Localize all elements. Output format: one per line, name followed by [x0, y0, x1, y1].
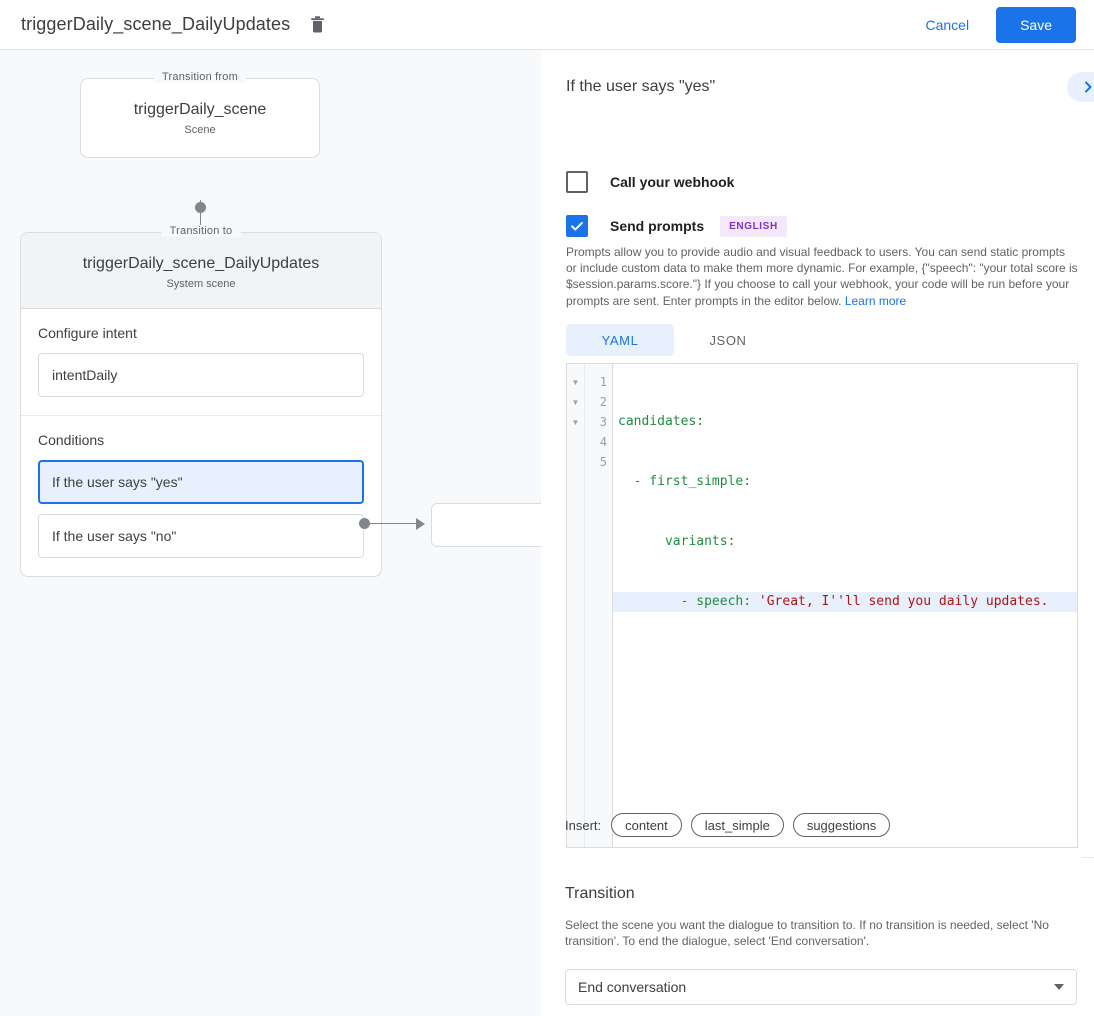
- send-prompts-checkbox[interactable]: [566, 215, 588, 237]
- insert-chips-row: Insert: content last_simple suggestions: [565, 813, 899, 837]
- code-token-key: candidates:: [618, 414, 705, 429]
- send-prompts-row[interactable]: Send prompts ENGLISH: [566, 215, 787, 237]
- language-badge: ENGLISH: [720, 215, 787, 237]
- insert-chip-last-simple[interactable]: last_simple: [690, 813, 784, 837]
- insert-label: Insert:: [565, 817, 602, 833]
- transition-from-legend: Transition from: [154, 71, 246, 83]
- code-token-speech-key: - speech:: [618, 594, 759, 609]
- format-tabs: YAML JSON: [566, 324, 782, 356]
- tab-json[interactable]: JSON: [709, 332, 747, 348]
- line-number: 4: [599, 435, 607, 449]
- save-button[interactable]: Save: [996, 6, 1076, 43]
- transition-to-header: triggerDaily_scene_DailyUpdates System s…: [21, 233, 381, 309]
- code-line: - first_simple:: [613, 472, 1077, 492]
- page-title: triggerDaily_scene_DailyUpdates: [21, 14, 291, 34]
- code-token-string: 'Great, I''ll send you daily updates.: [758, 594, 1049, 609]
- condition-edge-arrow-icon: [416, 518, 425, 530]
- line-number: 2: [599, 395, 607, 409]
- transition-section-title: Transition: [565, 885, 635, 902]
- code-line: variants:: [613, 532, 1077, 552]
- condition-item-yes[interactable]: If the user says "yes": [38, 460, 364, 504]
- chevron-right-icon[interactable]: [1067, 72, 1094, 102]
- intent-value-box[interactable]: intentDaily: [38, 353, 364, 397]
- condition-item-no[interactable]: If the user says "no": [38, 514, 364, 558]
- insert-chip-suggestions[interactable]: suggestions: [792, 813, 891, 837]
- transition-selected-value: End conversation: [578, 979, 687, 995]
- transition-from-subtitle: Scene: [184, 123, 216, 136]
- conditions-section: Conditions If the user says "yes" If the…: [21, 415, 381, 576]
- call-webhook-row[interactable]: Call your webhook: [566, 171, 734, 193]
- prompts-description: Prompts allow you to provide audio and v…: [566, 244, 1078, 309]
- transition-to-node[interactable]: Transition to triggerDaily_scene_DailyUp…: [20, 225, 382, 577]
- fold-placeholder: [567, 452, 584, 472]
- prompt-code-editor[interactable]: ▼ ▼ ▼ 1 2 3 4 5 candidates: - first_simp…: [566, 363, 1078, 848]
- call-webhook-checkbox[interactable]: [566, 171, 588, 193]
- condition-detail-panel: If the user says "yes" Call your webhook…: [541, 50, 1094, 1016]
- transition-to-subtitle: System scene: [166, 278, 236, 290]
- transition-to-title: triggerDaily_scene_DailyUpdates: [82, 255, 320, 272]
- line-number: 5: [599, 455, 607, 469]
- line-number: 1: [599, 375, 607, 389]
- panel-title: If the user says "yes": [566, 78, 716, 95]
- top-bar: triggerDaily_scene_DailyUpdates Cancel S…: [0, 0, 1094, 50]
- condition-edge-dot: [359, 518, 370, 529]
- line-number: 3: [599, 415, 607, 429]
- transition-select[interactable]: End conversation: [565, 969, 1077, 1005]
- code-line-highlighted: - speech: 'Great, I''ll send you daily u…: [613, 592, 1077, 612]
- code-token-key: - first_simple:: [618, 474, 752, 489]
- editor-line-numbers: 1 2 3 4 5: [585, 364, 613, 847]
- code-token-key: variants:: [618, 534, 736, 549]
- target-node[interactable]: [431, 503, 541, 547]
- prompts-description-text: Prompts allow you to provide audio and v…: [566, 245, 1078, 308]
- transition-from-node[interactable]: Transition from triggerDaily_scene Scene: [80, 71, 320, 158]
- learn-more-link[interactable]: Learn more: [844, 293, 907, 308]
- triangle-down-icon[interactable]: ▼: [571, 377, 580, 387]
- call-webhook-label: Call your webhook: [610, 174, 735, 190]
- transition-from-title: triggerDaily_scene: [133, 100, 267, 118]
- insert-chip-content[interactable]: content: [611, 813, 682, 837]
- transition-description: Select the scene you want the dialogue t…: [565, 918, 1049, 949]
- triangle-down-icon[interactable]: ▼: [571, 417, 580, 427]
- tab-yaml[interactable]: YAML: [566, 324, 674, 356]
- editor-fold-column: ▼ ▼ ▼: [567, 364, 585, 847]
- triangle-down-icon[interactable]: ▼: [571, 397, 580, 407]
- code-line: candidates:: [613, 412, 1077, 432]
- configure-intent-label: Configure intent: [38, 325, 137, 341]
- flow-canvas[interactable]: Transition from triggerDaily_scene Scene…: [0, 50, 541, 1016]
- configure-intent-section: Configure intent intentDaily: [21, 309, 381, 415]
- conditions-label: Conditions: [38, 432, 105, 448]
- cancel-button[interactable]: Cancel: [913, 8, 981, 42]
- section-divider: [1082, 857, 1094, 858]
- send-prompts-label: Send prompts: [610, 218, 705, 234]
- editor-code-area[interactable]: candidates: - first_simple: variants: - …: [613, 364, 1077, 847]
- condition-edge-line: [368, 523, 418, 524]
- connector-dot: [195, 202, 206, 213]
- fold-placeholder: [567, 432, 584, 452]
- caret-down-icon[interactable]: [1054, 984, 1064, 990]
- trash-icon[interactable]: [304, 12, 330, 38]
- code-line: [613, 652, 1077, 672]
- transition-to-legend: Transition to: [161, 225, 241, 237]
